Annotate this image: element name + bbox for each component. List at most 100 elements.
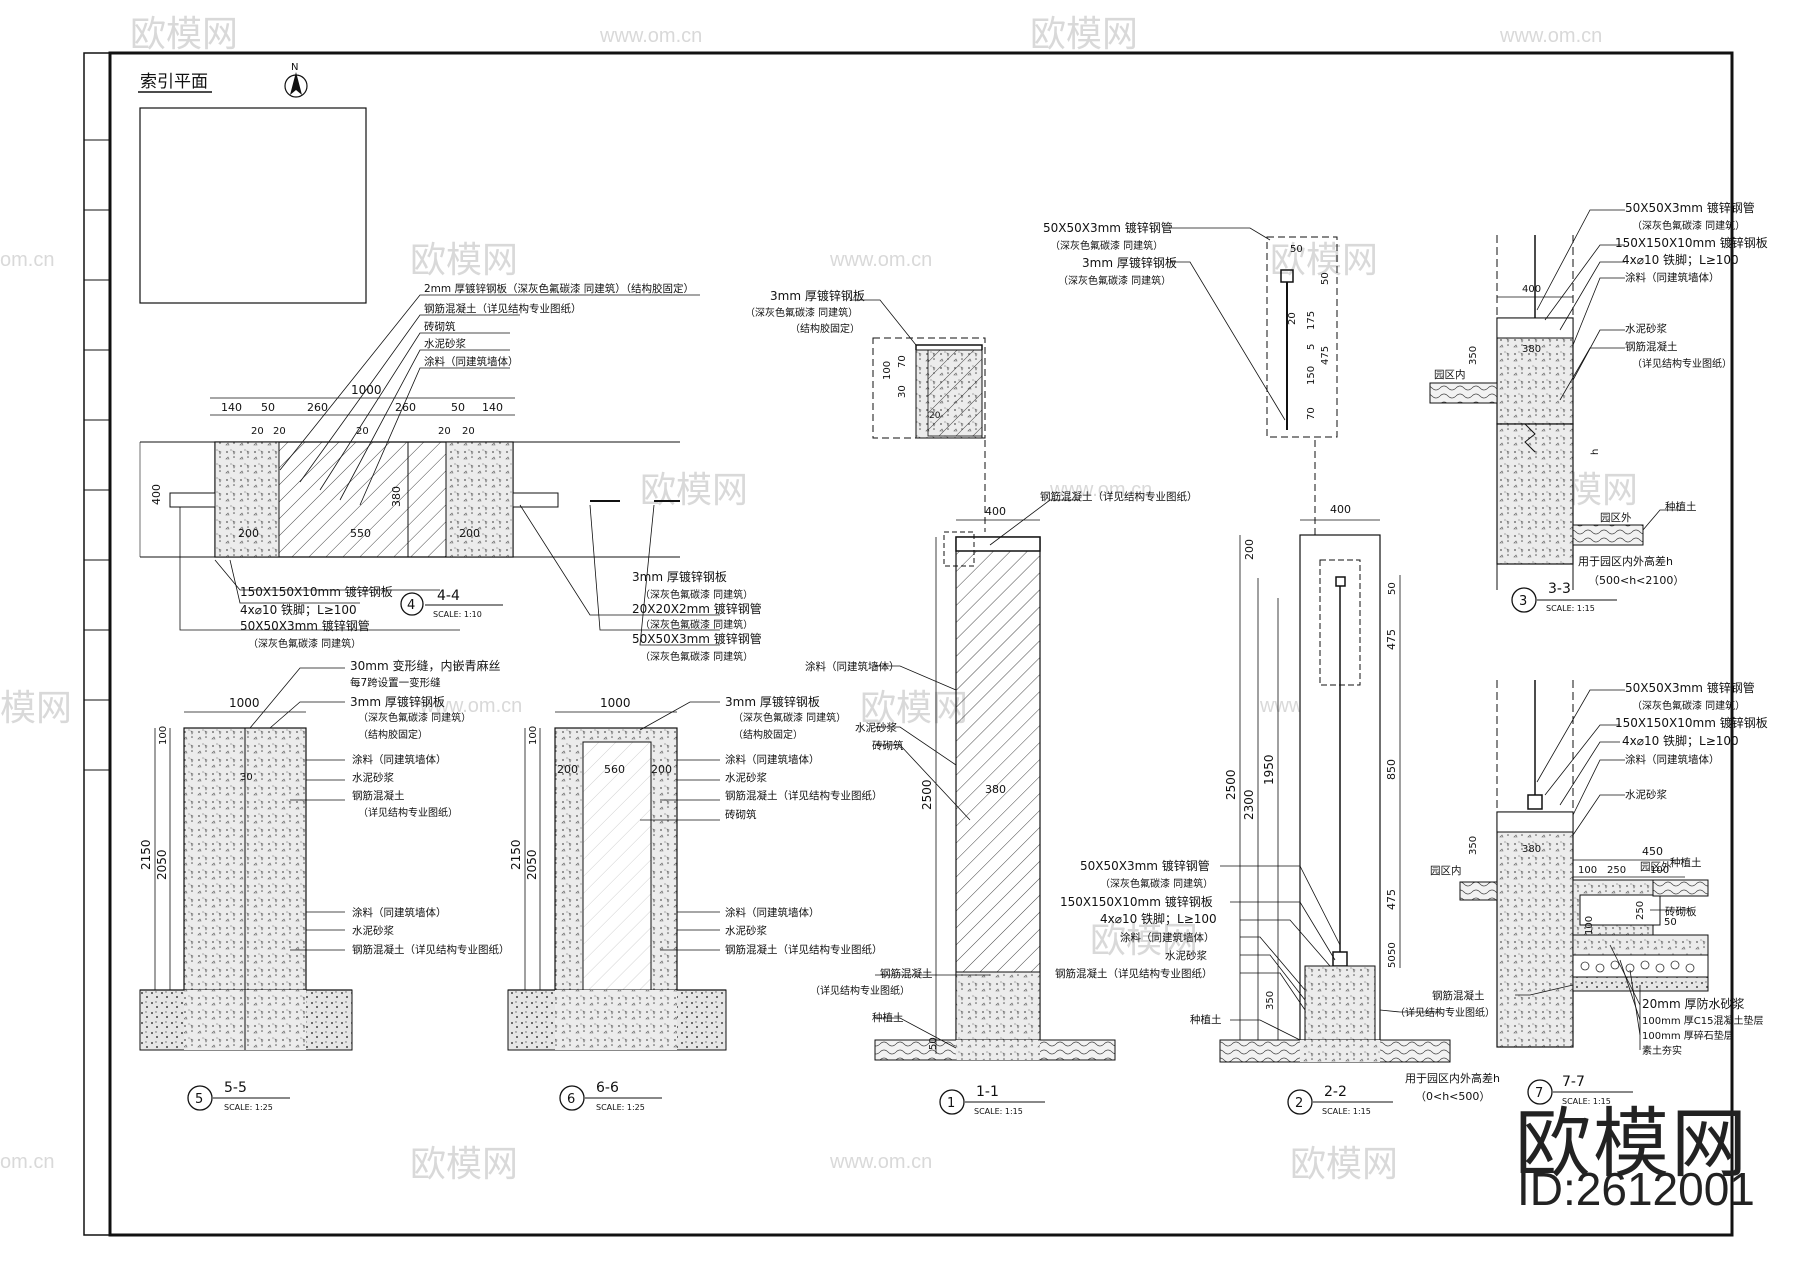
svg-text:（0<h<500）: （0<h<500）	[1415, 1090, 1490, 1103]
svg-text:475: 475	[1320, 346, 1331, 365]
svg-text:3mm 厚镀锌钢板: 3mm 厚镀锌钢板	[770, 289, 865, 303]
svg-text:SCALE: 1:15: SCALE: 1:15	[1562, 1097, 1611, 1106]
svg-text:6-6: 6-6	[596, 1080, 619, 1096]
svg-text:涂料（同建筑墙体）: 涂料（同建筑墙体）	[725, 906, 820, 919]
svg-text:涂料（同建筑墙体）: 涂料（同建筑墙体）	[1120, 931, 1215, 944]
svg-text:砖砌筑: 砖砌筑	[725, 808, 757, 821]
svg-text:（结构胶固定）: （结构胶固定）	[790, 322, 860, 335]
svg-text:砖砌筑: 砖砌筑	[424, 320, 456, 333]
svg-text:水泥砂浆: 水泥砂浆	[424, 337, 466, 350]
watermark-logo: 欧模网	[1030, 13, 1138, 54]
svg-text:（深灰色氟碳漆 同建筑）: （深灰色氟碳漆 同建筑）	[1100, 877, 1213, 890]
svg-text:150X150X10mm 镀锌钢板: 150X150X10mm 镀锌钢板	[1615, 716, 1768, 730]
svg-text:3mm 厚镀锌钢板: 3mm 厚镀锌钢板	[350, 695, 445, 709]
svg-text:400: 400	[985, 505, 1006, 518]
watermark-logo: 欧模网	[410, 239, 518, 280]
svg-text:钢筋混凝土（详见结构专业图纸）: 钢筋混凝土（详见结构专业图纸）	[424, 302, 582, 315]
svg-text:2150: 2150	[509, 839, 523, 870]
watermark-url: www.om.cn	[419, 695, 522, 717]
svg-text:每7跨设置一变形缝: 每7跨设置一变形缝	[350, 676, 441, 689]
model-id: ID:2612001	[1517, 1163, 1755, 1215]
section-7-7: 380 350 450 100 250 100 100 250 50 50X50…	[1430, 680, 1768, 1106]
svg-text:3mm 厚镀锌钢板: 3mm 厚镀锌钢板	[1082, 256, 1177, 270]
svg-text:7-7: 7-7	[1562, 1074, 1585, 1090]
svg-text:200: 200	[557, 763, 578, 776]
watermark-url: www.om.cn	[829, 1151, 932, 1173]
svg-text:1950: 1950	[1262, 754, 1276, 785]
section-tag-6: 6 6-6 SCALE: 1:25	[559, 1080, 662, 1112]
index-plan: 索引平面 N	[138, 62, 367, 304]
svg-text:50X50X3mm 镀锌钢管: 50X50X3mm 镀锌钢管	[1625, 680, 1755, 695]
svg-text:50X50X3mm 镀锌钢管: 50X50X3mm 镀锌钢管	[1043, 220, 1173, 235]
svg-text:（详见结构专业图纸）: （详见结构专业图纸）	[1395, 1006, 1495, 1019]
svg-text:20: 20	[1287, 312, 1298, 325]
svg-text:175: 175	[1306, 311, 1317, 330]
svg-text:200: 200	[1243, 539, 1256, 560]
svg-text:钢筋混凝土: 钢筋混凝土	[1625, 340, 1678, 353]
svg-text:钢筋混凝土（详见结构专业图纸）: 钢筋混凝土（详见结构专业图纸）	[352, 943, 510, 956]
svg-text:70: 70	[897, 355, 908, 368]
svg-text:钢筋混凝土（详见结构专业图纸）: 钢筋混凝土（详见结构专业图纸）	[1055, 967, 1213, 980]
section-2-2: 50 50 20 175 5 475 150 70 50X50X3mm 镀锌钢管…	[1043, 220, 1500, 1116]
svg-text:（深灰色氟碳漆 同建筑）: （深灰色氟碳漆 同建筑）	[745, 306, 858, 319]
index-plan-title: 索引平面	[140, 72, 208, 92]
svg-text:5: 5	[195, 1092, 203, 1107]
svg-text:4: 4	[407, 598, 415, 613]
svg-text:涂料（同建筑墙体）: 涂料（同建筑墙体）	[352, 753, 447, 766]
section-6-6: 1000 200 560 200 2150 2050 100 3mm 厚镀锌钢板…	[507, 695, 883, 1112]
svg-text:1000: 1000	[229, 696, 260, 710]
svg-text:种植土: 种植土	[1670, 856, 1702, 869]
svg-text:6: 6	[567, 1092, 575, 1107]
svg-text:200: 200	[459, 527, 480, 540]
svg-text:20mm 厚防水砂浆: 20mm 厚防水砂浆	[1642, 996, 1744, 1011]
svg-text:钢筋混凝土（详见结构专业图纸）: 钢筋混凝土（详见结构专业图纸）	[725, 943, 883, 956]
watermark-logo: 模网	[0, 687, 72, 728]
svg-text:150X150X10mm 镀锌钢板: 150X150X10mm 镀锌钢板	[1060, 895, 1213, 909]
svg-text:SCALE: 1:15: SCALE: 1:15	[1322, 1107, 1371, 1116]
svg-text:560: 560	[604, 763, 625, 776]
svg-text:（深灰色氟碳漆 同建筑）: （深灰色氟碳漆 同建筑）	[733, 711, 846, 724]
svg-text:250: 250	[1635, 901, 1646, 920]
svg-text:100: 100	[1578, 865, 1597, 876]
svg-text:20: 20	[251, 426, 264, 437]
section-1-1: 100 70 30 20 3mm 厚镀锌钢板 （深灰色氟碳漆 同建筑） （结构胶…	[745, 289, 1198, 1116]
svg-text:50X50X3mm 镀锌钢管: 50X50X3mm 镀锌钢管	[1080, 858, 1210, 873]
svg-text:（深灰色氟碳漆 同建筑）: （深灰色氟碳漆 同建筑）	[248, 637, 361, 650]
svg-text:涂料（同建筑墙体）: 涂料（同建筑墙体）	[725, 753, 820, 766]
svg-text:种植土: 种植土	[872, 1011, 904, 1024]
svg-text:涂料（同建筑墙体）: 涂料（同建筑墙体）	[1625, 271, 1720, 284]
svg-text:140: 140	[221, 401, 242, 414]
svg-text:2050: 2050	[525, 849, 539, 880]
svg-text:550: 550	[350, 527, 371, 540]
svg-text:（详见结构专业图纸）: （详见结构专业图纸）	[1632, 357, 1732, 370]
watermark-url: om.cn	[0, 1151, 54, 1173]
title-strip	[84, 139, 110, 771]
svg-text:（结构胶固定）: （结构胶固定）	[733, 728, 803, 741]
svg-text:850: 850	[1385, 759, 1398, 780]
svg-text:20: 20	[356, 426, 369, 437]
svg-text:2-2: 2-2	[1324, 1084, 1347, 1100]
svg-text:100: 100	[158, 726, 169, 745]
svg-text:475: 475	[1385, 629, 1398, 650]
watermark-logo: 欧模网	[130, 13, 238, 54]
svg-text:20: 20	[273, 426, 286, 437]
svg-text:3-3: 3-3	[1548, 581, 1571, 597]
svg-text:园区内: 园区内	[1434, 368, 1466, 381]
svg-text:（深灰色氟碳漆 同建筑）: （深灰色氟碳漆 同建筑）	[1632, 699, 1745, 712]
svg-text:水泥砂浆: 水泥砂浆	[1625, 788, 1667, 801]
svg-text:2500: 2500	[1224, 769, 1238, 800]
svg-text:4x⌀10 铁脚；L≥100: 4x⌀10 铁脚；L≥100	[240, 602, 357, 617]
svg-text:钢筋混凝土: 钢筋混凝土	[352, 789, 405, 802]
section-tag-7: 7 7-7 SCALE: 1:15	[1527, 1074, 1633, 1106]
svg-text:380: 380	[390, 486, 403, 507]
svg-text:2300: 2300	[1242, 789, 1256, 820]
svg-text:400: 400	[1522, 284, 1541, 295]
svg-text:2: 2	[1295, 1096, 1303, 1111]
section-tag-1: 1 1-1 SCALE: 1:15	[939, 1084, 1045, 1116]
svg-text:5-5: 5-5	[224, 1080, 247, 1096]
svg-text:50X50X3mm 镀锌钢管: 50X50X3mm 镀锌钢管	[1625, 200, 1755, 215]
watermark-url: www.om.cn	[1049, 479, 1152, 501]
svg-text:2500: 2500	[920, 779, 934, 810]
svg-text:50: 50	[451, 401, 465, 414]
svg-text:100mm 厚碎石垫层: 100mm 厚碎石垫层	[1642, 1029, 1734, 1042]
